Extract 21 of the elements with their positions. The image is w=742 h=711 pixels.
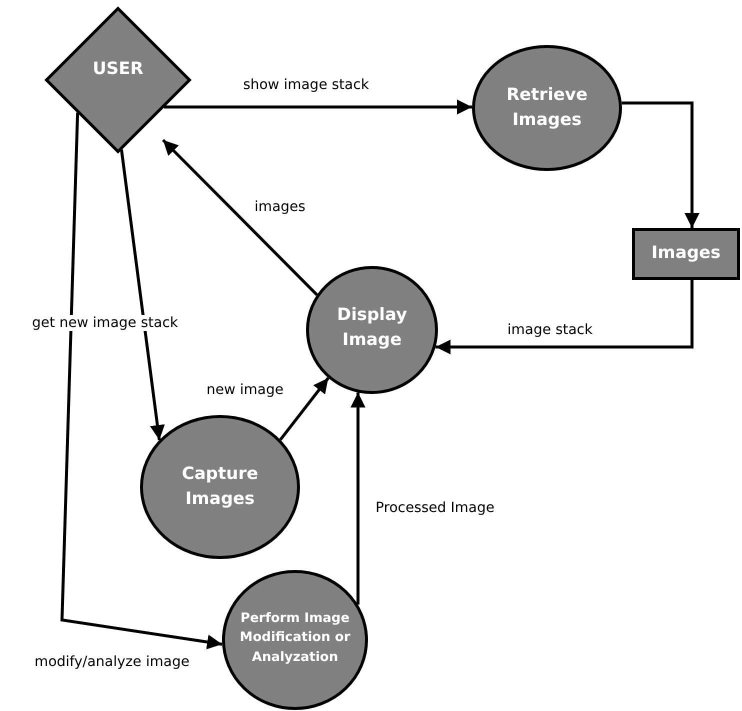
arrow [436, 280, 694, 354]
arrow [279, 377, 330, 441]
edge-label: new image [206, 382, 284, 398]
arrow [622, 102, 700, 228]
node-label: Perform Image Modification or Analyzation [238, 610, 352, 667]
edge-label: modify/analyze image [34, 654, 190, 670]
arrow [164, 100, 472, 114]
edge-label: images [254, 199, 306, 215]
node-label: USER [92, 58, 144, 82]
arrow [162, 138, 318, 296]
node-label: Display Image [336, 304, 408, 352]
node-label: Capture Images [180, 462, 260, 511]
arrow [120, 149, 165, 440]
edge-label: show image stack [242, 77, 370, 93]
edge-label: get new image stack [30, 315, 180, 331]
edge-label: image stack [506, 322, 594, 338]
edge-label: Processed Image [374, 500, 496, 516]
node-label: Retrieve Images [505, 84, 589, 132]
node-label: Images [651, 242, 721, 266]
arrow [350, 392, 366, 605]
arrow [60, 112, 222, 650]
